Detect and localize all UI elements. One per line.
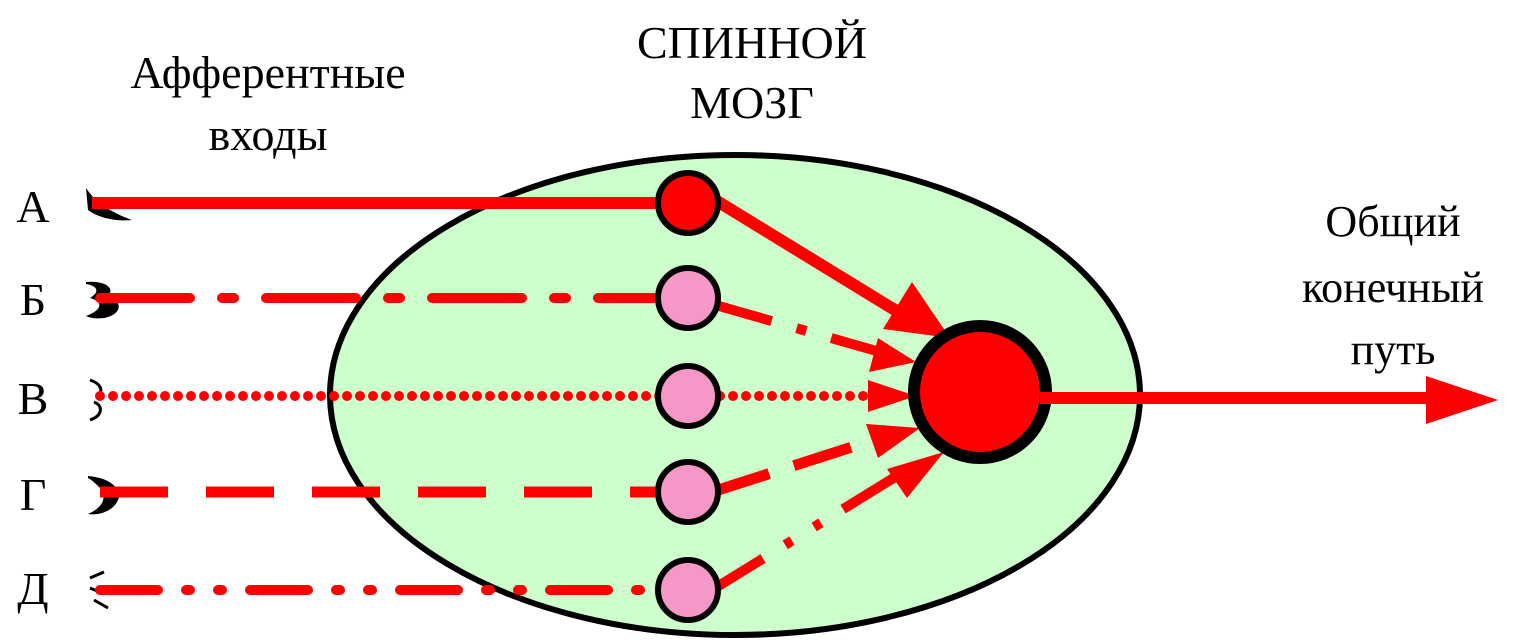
afferent-inputs-label-line1: Афферентные — [130, 47, 405, 98]
input-letter-g: Г — [20, 469, 47, 520]
interneuron-d — [655, 557, 721, 623]
convergence-line-b — [710, 299, 882, 357]
convergence-line-g — [710, 432, 882, 498]
arrowhead-a — [883, 282, 950, 338]
interneuron-v — [655, 363, 721, 429]
motor-neuron — [908, 320, 1052, 464]
arrowhead-d — [887, 452, 944, 498]
input-letter-a: А — [16, 181, 49, 232]
diagram-title-line2: МОЗГ — [690, 77, 814, 128]
interneuron-a — [655, 170, 721, 236]
convergence-line-d — [709, 469, 903, 595]
arrowhead-g — [866, 424, 920, 458]
input-letter-d: Д — [17, 563, 48, 614]
final-path-label-line2: конечный — [1302, 263, 1484, 312]
arrowhead-v — [868, 380, 916, 412]
afferent-inputs-label-line2: входы — [209, 109, 328, 160]
receptor-g-icon — [88, 476, 119, 515]
receptor-a-icon — [86, 188, 132, 221]
arrowhead-b — [869, 338, 916, 372]
convergence-line-a — [708, 192, 912, 324]
interneuron-b — [655, 265, 721, 331]
input-letter-v: В — [18, 373, 49, 424]
final-path-label-line1: Общий — [1325, 197, 1460, 246]
diagram-title-line1: СПИННОЙ — [637, 17, 867, 68]
input-letter-b: Б — [20, 274, 46, 325]
interneuron-g — [655, 459, 721, 525]
final-common-path-arrowhead — [1426, 376, 1498, 424]
final-path-label-line3: путь — [1351, 325, 1436, 374]
